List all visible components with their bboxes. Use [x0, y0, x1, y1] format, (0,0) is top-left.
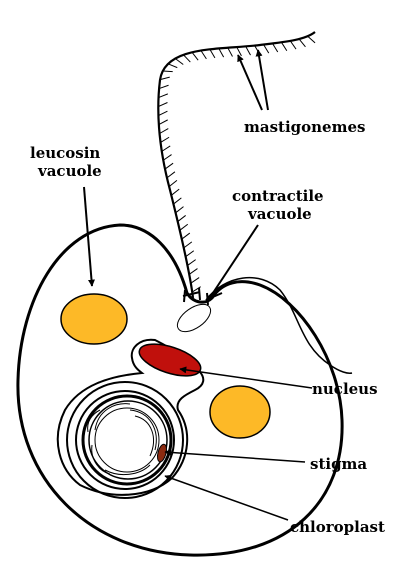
- nucleus-label: nucleus: [312, 380, 378, 398]
- mastigoneme-hair: [183, 54, 191, 63]
- chloroplast: [66, 381, 184, 499]
- contractile-vacuole-label-line2: vacuole: [247, 205, 312, 223]
- mastigoneme-hair: [209, 49, 216, 59]
- leucosin-vacuole-label-line2: vacuole: [37, 162, 102, 180]
- mastigoneme-hair: [160, 136, 170, 143]
- mastigoneme-hair: [218, 48, 225, 58]
- mastigonemes-arrow-1: [237, 54, 263, 111]
- flagellar-base: [182, 287, 223, 306]
- mastigoneme-hair: [163, 154, 172, 161]
- mastigoneme-hair: [289, 40, 297, 50]
- leucosin-arrow: [83, 186, 95, 287]
- mastigoneme-hair: [162, 70, 173, 73]
- mastigoneme-hair: [307, 35, 316, 44]
- mastigoneme-hair: [168, 179, 178, 187]
- stigma-label: stigma: [310, 455, 367, 473]
- mastigoneme-hair: [174, 58, 184, 65]
- mastigoneme-hair: [166, 171, 176, 179]
- mastigoneme-hair: [298, 38, 306, 48]
- cell-body: [16, 223, 344, 557]
- mastigoneme-hair: [188, 268, 198, 275]
- mastigoneme-hair: [190, 277, 200, 284]
- mastigoneme-hair: [164, 162, 174, 170]
- mastigoneme-hair: [181, 232, 191, 240]
- mastigoneme-hair: [159, 76, 170, 81]
- mastigoneme-hair: [263, 44, 270, 54]
- contractile-arrow: [206, 224, 259, 303]
- mastigoneme-hair: [159, 128, 169, 134]
- mastigoneme-hair: [177, 215, 186, 222]
- leucosin-vacuole-right: [209, 385, 271, 439]
- chloroplast-arrow: [164, 474, 289, 521]
- mastigonemes-arrow-2: [255, 49, 269, 111]
- contractile-vacuole: [176, 303, 212, 333]
- mastigoneme-hair: [200, 50, 207, 60]
- mastigoneme-hair: [158, 93, 169, 99]
- mastigoneme-hair: [173, 197, 182, 205]
- leucosin-vacuole-label-line1: leucosin: [30, 144, 100, 162]
- mastigoneme-hair: [187, 259, 196, 266]
- mastigoneme-hair: [175, 206, 184, 214]
- mastigoneme-hairs: [158, 35, 316, 293]
- smooth-flagellum: [205, 276, 353, 374]
- mastigoneme-hair: [167, 63, 178, 69]
- mastigoneme-hair: [179, 223, 189, 231]
- mastigoneme-hair: [158, 119, 168, 125]
- mastigoneme-hair: [191, 286, 201, 293]
- mastigoneme-hair: [171, 188, 180, 196]
- mastigoneme-hair: [185, 250, 195, 258]
- mastigoneme-hair: [227, 47, 233, 57]
- mastigoneme-hair: [158, 102, 168, 107]
- mastigoneme-hair: [236, 46, 242, 57]
- mastigoneme-hair: [191, 51, 199, 61]
- mastigoneme-hair: [158, 110, 168, 116]
- mastigoneme-hair: [183, 241, 193, 249]
- nucleus-arrow: [179, 366, 313, 389]
- mastigoneme-hair: [161, 145, 171, 152]
- chloroplast-label: chloroplast: [290, 518, 385, 536]
- contractile-vacuole-label-line1: contractile: [232, 187, 324, 205]
- mastigoneme-hair: [245, 46, 251, 56]
- leucosin-vacuole-left: [60, 293, 128, 345]
- stigma-arrow: [164, 448, 306, 463]
- mastigoneme-hair: [281, 42, 288, 52]
- mastigoneme-hair: [158, 84, 169, 90]
- mastigoneme-hair: [272, 43, 279, 53]
- mastigonemes-label: mastigonemes: [244, 118, 365, 136]
